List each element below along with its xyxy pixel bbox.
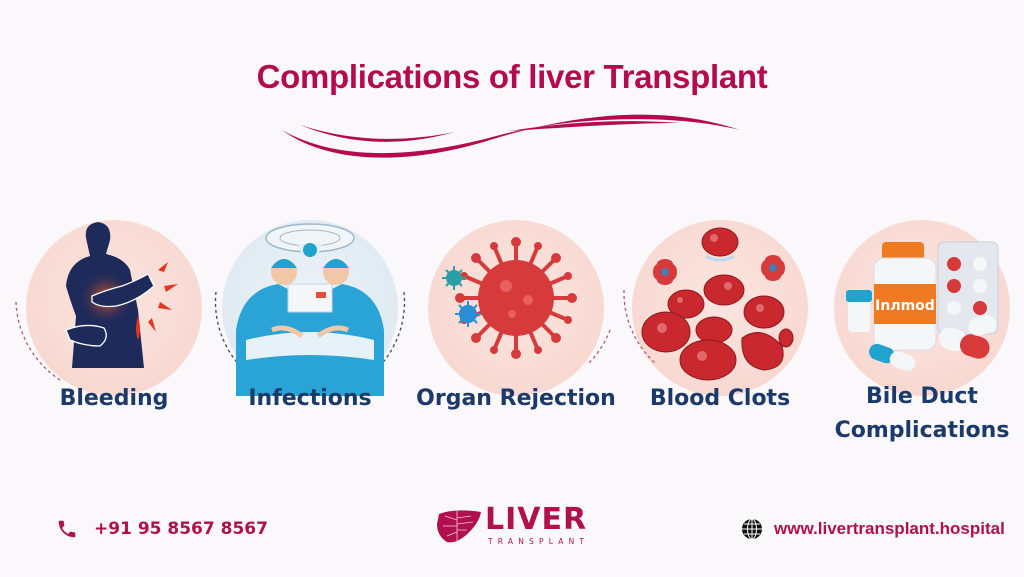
virus-icon: [442, 237, 577, 359]
complication-card-bile-duct: Inлmod Bile Duct Complications: [822, 212, 1022, 472]
complication-label: Bile Duct Complications: [792, 380, 1024, 448]
logo-word: LIVER: [485, 502, 588, 537]
phone-icon: [58, 520, 76, 538]
title-swoosh-decoration: [282, 114, 740, 158]
page-title: Complications of liver Transplant: [256, 58, 768, 95]
website-link[interactable]: www.livertransplant.hospital: [774, 519, 1005, 538]
complication-card-organ-rejection: Organ Rejection: [416, 212, 616, 472]
liver-logo-icon: [437, 509, 481, 542]
liver-transplant-logo: LIVER TRANSPLANT: [435, 505, 589, 546]
footer-website[interactable]: www.livertransplant.hospital: [740, 517, 1005, 541]
complication-label-line1: Bile Duct: [866, 384, 978, 409]
bottle-label-text: Inлmod: [875, 298, 935, 314]
complication-label: Organ Rejection: [416, 386, 616, 411]
logo-subtitle: TRANSPLANT: [488, 537, 590, 546]
dashed-arc-decoration: [623, 289, 657, 365]
blood-cells-icon: [641, 227, 794, 381]
complication-label-line2: Complications: [834, 418, 1010, 443]
surgeons-operation-icon: [236, 223, 384, 396]
complication-card-infections: Infections: [210, 212, 410, 472]
medicine-bottle-icon: Inлmod: [846, 241, 999, 371]
bleeding-abdomen-icon: [65, 222, 178, 368]
complication-card-bleeding: Bleeding: [14, 212, 214, 472]
dashed-arc-decoration: [587, 329, 611, 365]
complication-card-blood-clots: Blood Clots: [620, 212, 820, 472]
globe-icon: [742, 518, 762, 540]
complication-label: Infections: [248, 386, 372, 411]
footer-phone[interactable]: +91 95 8567 8567: [56, 518, 268, 540]
phone-number[interactable]: +91 95 8567 8567: [94, 519, 268, 539]
complication-label: Blood Clots: [649, 386, 791, 411]
complication-label: Bleeding: [59, 386, 169, 411]
